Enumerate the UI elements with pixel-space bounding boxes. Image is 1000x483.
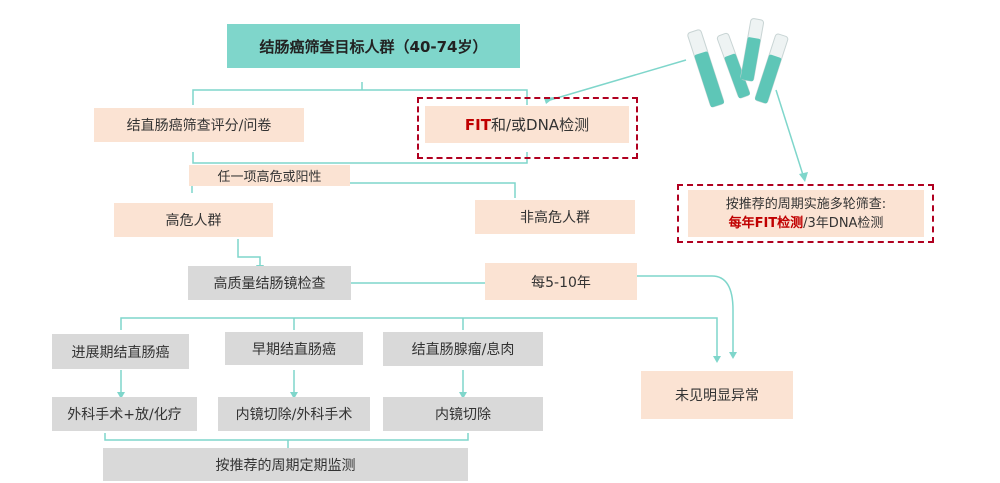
fit-dna-highlight-frame — [417, 97, 638, 159]
questionnaire-box: 结直肠癌筛查评分/问卷 — [94, 108, 304, 142]
interval-box: 每5-10年 — [485, 263, 637, 300]
positive-result-box: 任一项高危或阳性 — [189, 165, 350, 186]
target-population-box: 结肠癌筛查目标人群（40-74岁） — [227, 24, 520, 68]
early-cancer-box: 早期结直肠癌 — [225, 332, 363, 365]
note-highlight-frame — [677, 184, 934, 243]
dna-label: 和/或DNA检测 — [490, 116, 590, 134]
followup-box: 按推荐的周期定期监测 — [103, 448, 468, 481]
annual-fit-text: 每年FIT检测 — [728, 215, 804, 231]
non-high-risk-box: 非高危人群 — [475, 200, 635, 234]
test-tube-icon — [687, 18, 789, 108]
high-risk-box: 高危人群 — [114, 203, 273, 237]
colonoscopy-box: 高质量结肠镜检查 — [188, 266, 351, 300]
note-line-1: 按推荐的周期实施多轮筛查: — [725, 196, 887, 212]
early-treatment-box: 内镜切除/外科手术 — [218, 397, 370, 431]
note-line-2: 每年FIT检测/3年DNA检测 — [729, 214, 884, 233]
adenoma-treatment-box: 内镜切除 — [383, 397, 543, 431]
advanced-cancer-box: 进展期结直肠癌 — [52, 334, 189, 369]
dna-interval-text: /3年DNA检测 — [803, 215, 884, 231]
fit-label: FIT — [464, 115, 491, 134]
adenoma-polyp-box: 结直肠腺瘤/息肉 — [383, 332, 543, 366]
no-abnormality-box: 未见明显异常 — [641, 371, 793, 419]
screening-rounds-note: 按推荐的周期实施多轮筛查: 每年FIT检测/3年DNA检测 — [688, 190, 924, 237]
advanced-treatment-box: 外科手术+放/化疗 — [52, 397, 197, 431]
